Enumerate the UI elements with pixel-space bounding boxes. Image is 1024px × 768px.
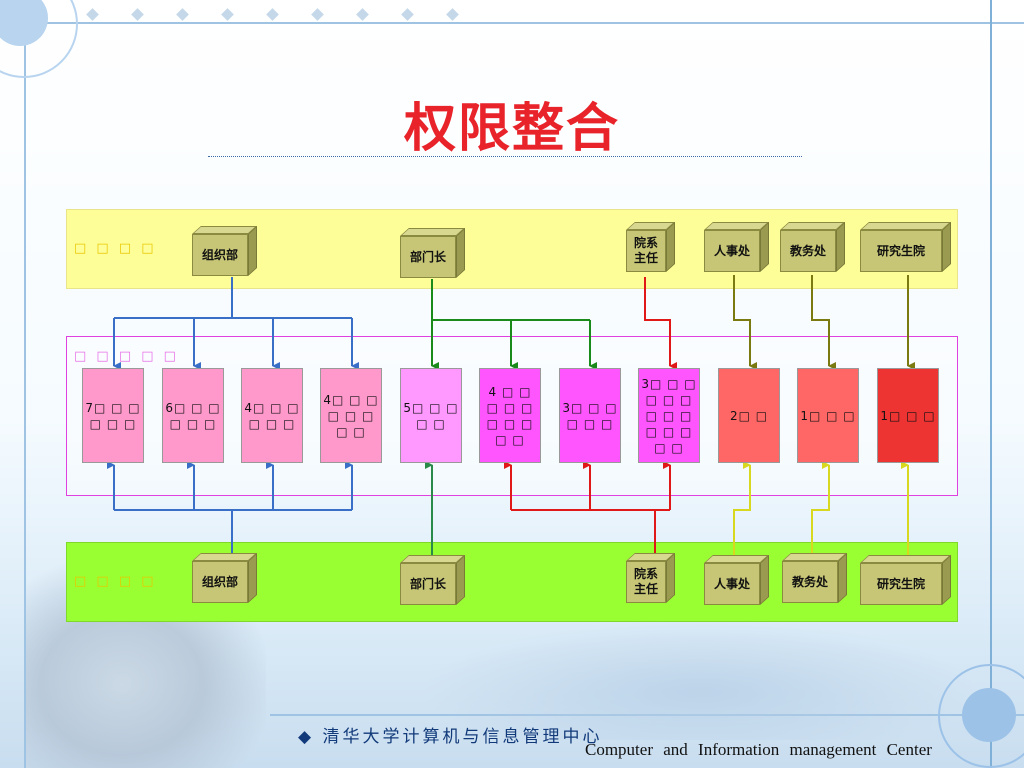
source-faculty-head-top-label: 院系 主任 [626, 230, 666, 272]
source-academic-top-label: 教务处 [780, 230, 836, 272]
source-faculty-head-bottom: 院系 主任 [626, 553, 674, 603]
permission-box: 4 □ □ □ □ □ □ □ □ □ □ [479, 368, 541, 463]
permission-box: 3□ □ □ □ □ □ □ □ □ □ □ □ □ □ [638, 368, 700, 463]
source-grad-top-label: 研究生院 [860, 230, 942, 272]
permission-box: 4□ □ □ □ □ □ [241, 368, 303, 463]
source-org-bottom-label: 组织部 [192, 561, 248, 603]
source-academic-bottom-label: 教务处 [782, 561, 838, 603]
footer-organization-en: Computer and Information management Cent… [585, 740, 932, 760]
source-academic-bottom: 教务处 [782, 553, 848, 603]
source-hr-top: 人事处 [704, 222, 770, 272]
source-faculty-head-bottom-label: 院系 主任 [626, 561, 666, 603]
source-faculty-head-top: 院系 主任 [626, 222, 674, 272]
source-dept-head-bottom: 部门长 [400, 555, 466, 605]
permission-box: 2□ □ [718, 368, 780, 463]
source-hr-bottom-label: 人事处 [704, 563, 760, 605]
source-hr-top-label: 人事处 [704, 230, 760, 272]
source-dept-head-top: 部门长 [400, 228, 466, 278]
source-org-bottom: 组织部 [192, 553, 258, 603]
permission-box: 6□ □ □ □ □ □ [162, 368, 224, 463]
source-org-top: 组织部 [192, 226, 258, 276]
source-dept-head-bottom-label: 部门长 [400, 563, 456, 605]
source-grad-bottom-label: 研究生院 [860, 563, 942, 605]
permission-box: 5□ □ □ □ □ [400, 368, 462, 463]
permission-box: 3□ □ □ □ □ □ [559, 368, 621, 463]
permission-box: 1□ □ □ [877, 368, 939, 463]
permission-box: 7□ □ □ □ □ □ [82, 368, 144, 463]
permission-box: 1□ □ □ [797, 368, 859, 463]
source-dept-head-top-label: 部门长 [400, 236, 456, 278]
source-grad-bottom: 研究生院 [860, 555, 952, 605]
footer-organization-cn: ◆ 清华大学计算机与信息管理中心 [298, 722, 602, 747]
source-hr-bottom: 人事处 [704, 555, 770, 605]
permission-box: 4□ □ □ □ □ □ □ □ [320, 368, 382, 463]
source-org-top-label: 组织部 [192, 234, 248, 276]
source-grad-top: 研究生院 [860, 222, 952, 272]
source-academic-top: 教务处 [780, 222, 846, 272]
